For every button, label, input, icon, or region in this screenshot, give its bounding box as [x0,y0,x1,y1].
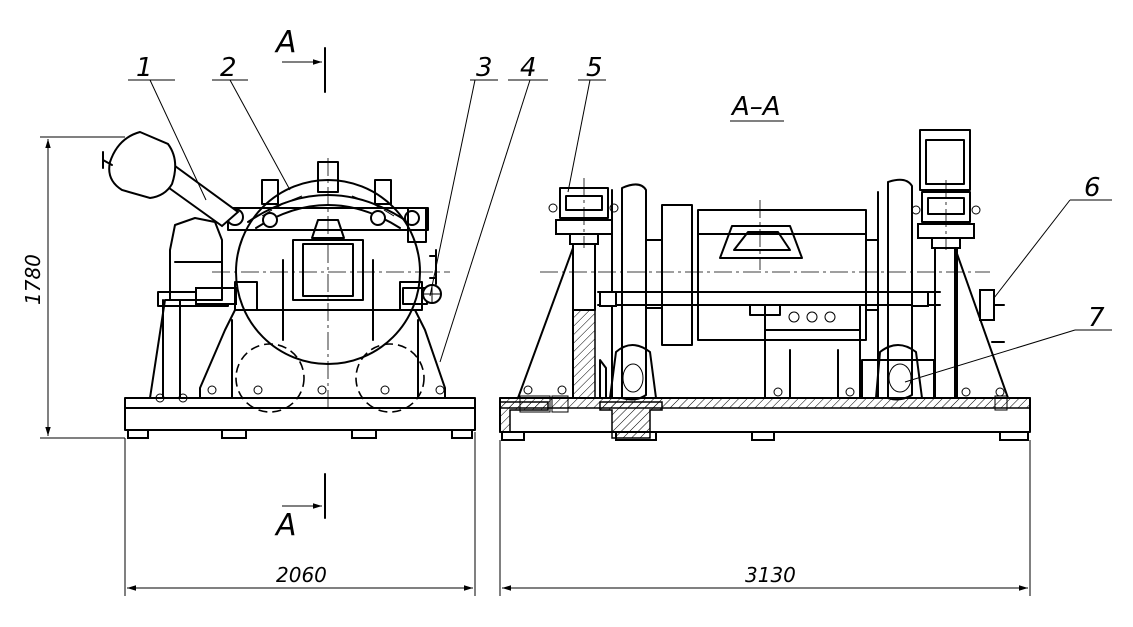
pedestal-bearing-left [609,344,657,399]
front-foot [351,429,377,439]
callout-2: 2 [220,53,237,83]
dimension-height-value: 1780 [21,254,45,305]
gearbox [764,304,861,399]
front-left-bracket [149,299,181,399]
callout-4: 4 [520,53,537,83]
brake-disc-left [621,183,647,401]
counterweight-stud [102,159,113,166]
callout-1: 1 [136,53,153,83]
callout-7: 7 [1088,303,1105,333]
brake-motor-housing [169,217,223,301]
callout-leaders [128,79,1112,383]
side-left-bracket [517,247,574,399]
section-label-top: A [274,25,297,60]
view-title-aa: A–A [730,92,784,122]
front-foot [221,429,247,439]
channel-section-left [499,401,549,433]
side-base-bolts [519,385,1008,413]
front-base-frame [124,397,476,431]
dimension-lines [40,136,1031,596]
section-marker-bottom: A [274,473,326,543]
side-column-section [572,309,596,399]
brake-disc-right [887,178,913,401]
callout-5: 5 [586,53,603,83]
winch-drum [697,209,867,341]
dimension-length-value: 3130 [745,563,796,587]
side-right-bracket [954,247,1009,399]
channel-section-mid [599,401,663,439]
front-foot [451,429,473,439]
callout-3: 3 [476,53,493,83]
counterweight [108,130,177,200]
front-view [102,130,476,439]
side-handwheel [979,289,995,321]
brake-cylinder [195,287,237,305]
coupling-hub [661,204,693,346]
hidden-gear-right [355,343,425,413]
side-base-section [499,397,1031,409]
front-foot [127,429,149,439]
callout-6: 6 [1084,173,1101,203]
dimension-width-value: 2060 [276,563,327,587]
section-label-bottom: A [274,508,297,543]
view-title: A–A [730,92,781,122]
side-view [499,129,1031,441]
section-marker-top: A [274,25,326,93]
hidden-gear-left [235,343,305,413]
brake-housing-top [919,129,971,191]
pedestal-bearing-right [875,344,923,399]
